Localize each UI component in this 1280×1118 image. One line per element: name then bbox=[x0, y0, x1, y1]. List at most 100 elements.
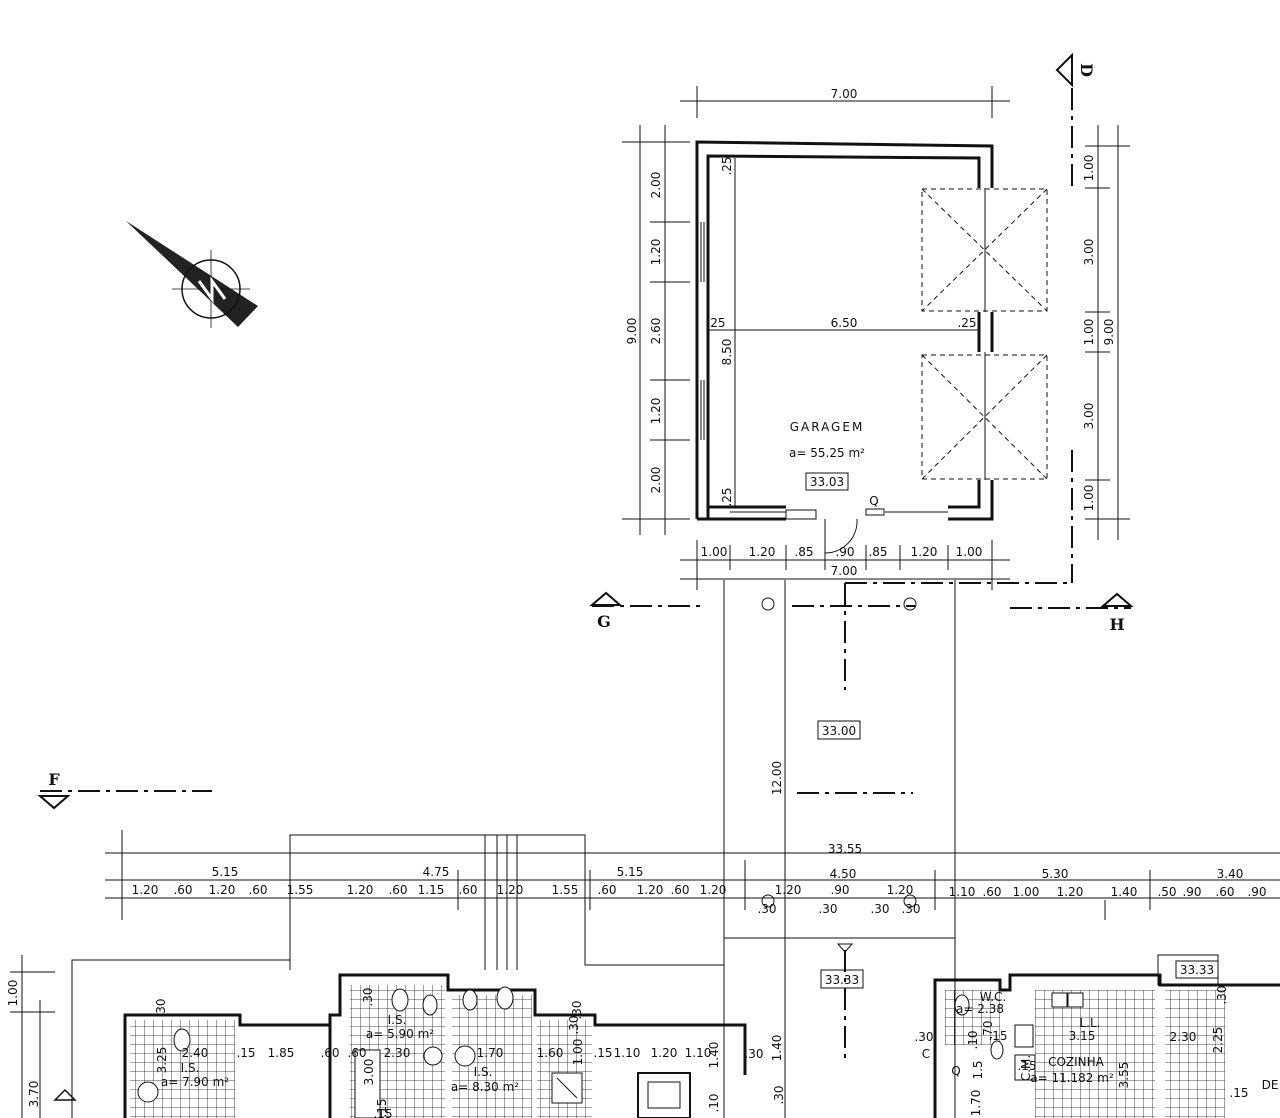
garage-top-width: 7.00 bbox=[831, 87, 858, 101]
house-dimension-lines bbox=[105, 830, 1280, 920]
col-mark-1: .30 bbox=[757, 902, 776, 916]
room-mark-c: C bbox=[922, 1047, 930, 1061]
room-wc-area: a= 2.38 bbox=[956, 1002, 1004, 1016]
room-dim-15: 3.25 bbox=[155, 1047, 169, 1074]
room-cozinha-name: COZINHA bbox=[1048, 1055, 1105, 1069]
garage-door-mark: Q bbox=[869, 494, 878, 508]
room-is3-name: I.S. bbox=[474, 1065, 493, 1079]
garage-inner-height: 8.50 bbox=[720, 339, 734, 366]
room-dim-35: .30 bbox=[914, 1030, 933, 1044]
garage-wall-right: .25 bbox=[957, 316, 976, 330]
house-row1-6: 3.40 bbox=[1217, 867, 1244, 881]
house-row2-27: .90 bbox=[1247, 885, 1266, 899]
house-row2-10: 1.20 bbox=[497, 883, 524, 897]
house-row1-3: 5.15 bbox=[617, 865, 644, 879]
room-dim-13: 1.20 bbox=[651, 1046, 678, 1060]
garage-wall-bottom: .25 bbox=[720, 487, 734, 506]
room-dim-7: .30 bbox=[361, 987, 375, 1006]
section-label-h: H bbox=[1109, 615, 1124, 634]
room-dim-36: 1.5 bbox=[971, 1060, 985, 1079]
room-dim-12: 1.10 bbox=[614, 1046, 641, 1060]
section-line-g bbox=[589, 583, 917, 690]
garage-right-seg-2: 3.00 bbox=[1082, 239, 1096, 266]
garage-bottom-seg-6: 1.20 bbox=[911, 545, 938, 559]
house-row2-25: .90 bbox=[1182, 885, 1201, 899]
garage-wall-left: .25 bbox=[706, 316, 725, 330]
north-arrow-icon bbox=[126, 221, 258, 328]
house-row2-4: .60 bbox=[248, 883, 267, 897]
house-row2-24: .50 bbox=[1157, 885, 1176, 899]
entry-level: 33.33 bbox=[825, 973, 859, 987]
room-is2-name: I.S. bbox=[388, 1013, 407, 1027]
house-row2-1: 1.20 bbox=[132, 883, 159, 897]
room-dim-21: .70 bbox=[981, 1020, 995, 1039]
garage-level-box bbox=[805, 472, 849, 491]
room-dim-11: .15 bbox=[593, 1046, 612, 1060]
room-cm-name: C.M. bbox=[1019, 1055, 1033, 1081]
garage-block bbox=[695, 140, 1048, 554]
house-row1-4: 4.50 bbox=[830, 867, 857, 881]
col-mark-3: .30 bbox=[870, 902, 889, 916]
house-row2-7: .60 bbox=[388, 883, 407, 897]
room-dim-14: 1.10 bbox=[685, 1046, 712, 1060]
entry-wall: .30 bbox=[744, 1047, 763, 1061]
right-level: 33.33 bbox=[1180, 963, 1214, 977]
garage-inner-width: 6.50 bbox=[831, 316, 858, 330]
house-row2-18: 1.20 bbox=[887, 883, 914, 897]
house-row2-19: 1.10 bbox=[949, 885, 976, 899]
driveway-level: 33.00 bbox=[822, 724, 856, 738]
room-dim-8: 1.70 bbox=[477, 1046, 504, 1060]
left-dim-2: 3.70 bbox=[27, 1081, 41, 1108]
room-dim-31: 1.70 bbox=[969, 1090, 983, 1117]
room-dim-32: 1.40 bbox=[707, 1042, 721, 1069]
room-is3-area: a= 8.30 m² bbox=[451, 1080, 519, 1094]
section-label-f: F bbox=[48, 770, 60, 789]
garage-left-seg-5: 2.00 bbox=[649, 467, 663, 494]
room-dim-30: .10 bbox=[966, 1030, 980, 1049]
house-row2-2: .60 bbox=[173, 883, 192, 897]
room-dim-9: 1.60 bbox=[537, 1046, 564, 1060]
room-dim-17: .30 bbox=[154, 998, 168, 1017]
room-dim-3: 1.85 bbox=[268, 1046, 295, 1060]
room-dim-16: 3.00 bbox=[362, 1059, 376, 1086]
garage-left-total: 9.00 bbox=[625, 318, 639, 345]
house-overall-width: 33.55 bbox=[828, 842, 862, 856]
driveway-level-box bbox=[817, 720, 861, 740]
col-mark-4: .30 bbox=[901, 902, 920, 916]
garage-right-seg-5: 1.00 bbox=[1082, 485, 1096, 512]
house-row2-26: .60 bbox=[1215, 885, 1234, 899]
house-row1-5: 5.30 bbox=[1042, 867, 1069, 881]
house-row2-17: .90 bbox=[830, 883, 849, 897]
garage-bottom-seg-7: 1.00 bbox=[956, 545, 983, 559]
house-row2-21: 1.00 bbox=[1013, 885, 1040, 899]
garage-area: a= 55.25 m² bbox=[789, 446, 865, 460]
room-dim-5: 2.30 bbox=[384, 1046, 411, 1060]
driveway-length: 12.00 bbox=[770, 761, 784, 795]
house-row2-22: 1.20 bbox=[1057, 885, 1084, 899]
garage-right-dimension-lines bbox=[1085, 125, 1130, 540]
room-dim-20: .15 bbox=[988, 1029, 1007, 1043]
room-dim-23: 3.15 bbox=[1069, 1029, 1096, 1043]
house-row2-12: .60 bbox=[597, 883, 616, 897]
room-dim-22: .15 bbox=[1017, 1059, 1036, 1073]
garage-left-seg-3: 2.60 bbox=[649, 318, 663, 345]
garage-right-seg-3: 1.00 bbox=[1082, 319, 1096, 346]
house-row2-16: 1.20 bbox=[775, 883, 802, 897]
house-row2-14: .60 bbox=[670, 883, 689, 897]
room-dimensions: 2.40 .15 1.85 .60 2.30 .15 .30 1.70 1.60… bbox=[154, 985, 1249, 1118]
room-cozinha-area: a= 11.182 m² bbox=[1030, 1071, 1114, 1085]
house-row2-5: 1.55 bbox=[287, 883, 314, 897]
garage-right-seg-4: 3.00 bbox=[1082, 403, 1096, 430]
room-dim-34: .10 bbox=[707, 1093, 721, 1112]
garage-left-seg-4: 1.20 bbox=[649, 398, 663, 425]
garage-bottom-total: 7.00 bbox=[831, 564, 858, 578]
section-label-d: D bbox=[1077, 63, 1096, 77]
left-dim-1: 1.00 bbox=[6, 980, 20, 1007]
room-dim-1: 2.40 bbox=[182, 1046, 209, 1060]
room-dim-4: .60 bbox=[320, 1046, 339, 1060]
garage-left-seg-1: 2.00 bbox=[649, 172, 663, 199]
room-dim-2: .15 bbox=[236, 1046, 255, 1060]
room-mark-q: Q bbox=[951, 1064, 960, 1078]
house-row2-8: 1.15 bbox=[418, 883, 445, 897]
house-left-dimension-lines bbox=[10, 955, 77, 1118]
